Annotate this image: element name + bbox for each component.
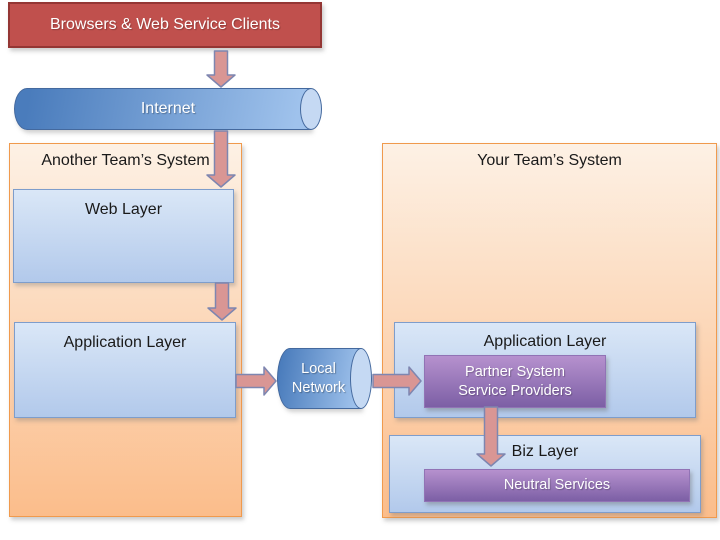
another-team-system-title: Another Team’s System (41, 152, 210, 169)
another-team-system-container: Another Team’s System Web Layer Applicat… (9, 143, 242, 517)
left-application-layer-label: Application Layer (63, 334, 187, 351)
biz-layer-label: Biz Layer (511, 443, 579, 460)
local-network-pipe-cap (350, 348, 372, 409)
down-arrow-icon (476, 406, 506, 467)
right-application-layer-box: Application Layer Partner System Service… (394, 322, 696, 418)
clients-box-label: Browsers & Web Service Clients (50, 16, 280, 33)
partner-system-service-providers-box: Partner System Service Providers (424, 355, 606, 408)
biz-layer-box: Biz Layer Neutral Services (389, 435, 701, 513)
internet-pipe-body (14, 88, 311, 130)
partner-services-label-line2: Service Providers (458, 382, 572, 399)
right-arrow-icon (372, 366, 422, 396)
internet-pipe: Internet (14, 88, 322, 130)
down-arrow-icon (207, 282, 237, 321)
right-application-layer-label: Application Layer (483, 333, 607, 350)
clients-box: Browsers & Web Service Clients (8, 2, 322, 48)
local-network-label: Local Network (291, 361, 346, 396)
partner-services-label-line1: Partner System (465, 363, 565, 380)
local-network-pipe: Local Network (277, 348, 372, 409)
your-team-system-container: Your Team’s System Application Layer Par… (382, 143, 717, 518)
neutral-services-box: Neutral Services (424, 469, 690, 502)
web-layer-label: Web Layer (84, 201, 163, 218)
right-arrow-icon (235, 366, 277, 396)
internet-label: Internet (140, 100, 196, 117)
internet-pipe-cap (300, 88, 322, 130)
neutral-services-label: Neutral Services (503, 477, 611, 494)
down-arrow-icon (206, 130, 236, 188)
down-arrow-icon (206, 50, 236, 88)
web-layer-box: Web Layer (13, 189, 234, 283)
left-application-layer-box: Application Layer (14, 322, 236, 418)
your-team-system-title: Your Team’s System (477, 152, 622, 169)
